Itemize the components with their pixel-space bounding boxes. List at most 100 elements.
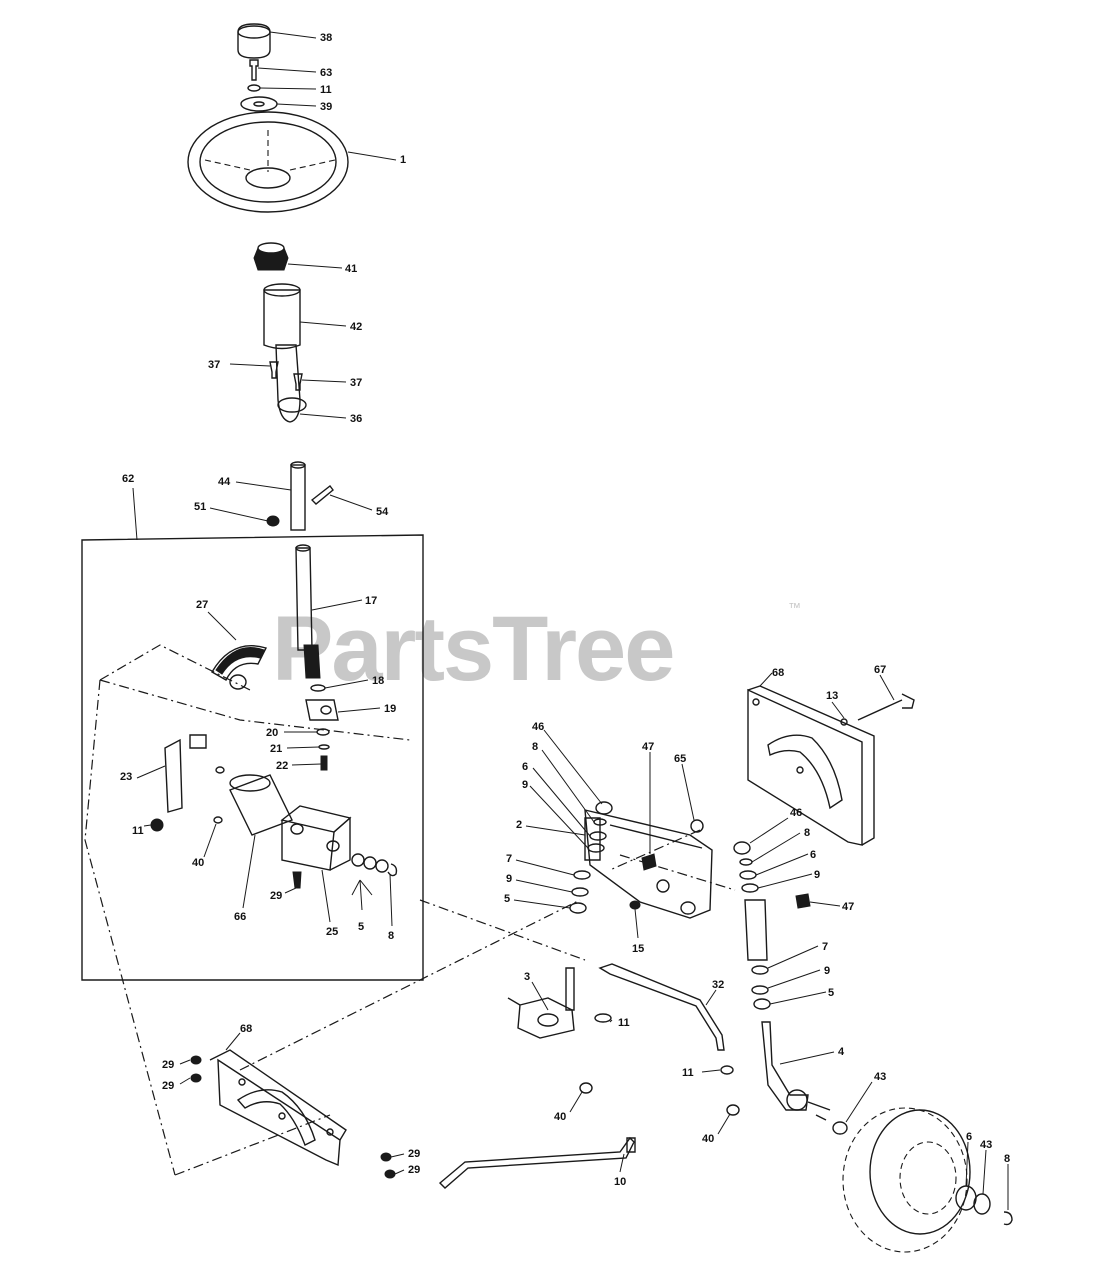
left-spindle-hub xyxy=(537,1013,559,1027)
leader-9c xyxy=(757,873,813,889)
leader-39 xyxy=(276,103,317,107)
upper-bracket-hole-1 xyxy=(752,698,760,706)
wheel-spacer xyxy=(832,1121,848,1135)
pivot-retaining-clip xyxy=(387,863,398,877)
callout-51: 51 xyxy=(194,501,206,513)
callout-29b: 29 xyxy=(162,1059,174,1071)
gear-bracket-plate xyxy=(164,738,183,813)
leader-41 xyxy=(287,263,343,269)
spindle-bushing-left xyxy=(584,817,601,861)
callout-68b: 68 xyxy=(240,1023,252,1035)
callout-32: 32 xyxy=(712,979,724,991)
steering-shaft-top xyxy=(290,461,306,469)
leader-25 xyxy=(321,869,331,923)
spindle-bolt-left xyxy=(579,1082,593,1094)
leader-11c xyxy=(609,1019,613,1023)
spindle-cap-right xyxy=(733,841,751,855)
leader-11a xyxy=(259,87,317,90)
callout-29a: 29 xyxy=(270,890,282,902)
leader-3 xyxy=(531,981,549,1011)
callout-54: 54 xyxy=(376,506,389,518)
callout-9a: 9 xyxy=(522,779,528,791)
spindle-thrust-right xyxy=(753,998,771,1010)
leader-22 xyxy=(291,763,322,766)
callout-23: 23 xyxy=(120,771,132,783)
front-axle-edge xyxy=(609,824,703,849)
lock-washer xyxy=(247,84,261,92)
steering-wheel-spokes xyxy=(204,130,336,172)
spindle-washer-left-top xyxy=(589,831,607,841)
steering-column-sleeve xyxy=(263,289,301,350)
callout-37b: 37 xyxy=(350,377,362,389)
alignment-lines-bottom xyxy=(174,899,586,1176)
callout-46b: 46 xyxy=(790,807,802,819)
callout-36: 36 xyxy=(350,413,362,425)
grease-fitting-left xyxy=(641,853,657,871)
pivot-washer-2 xyxy=(363,856,377,870)
front-tire xyxy=(842,1107,968,1253)
leader-19 xyxy=(337,707,381,713)
gear-bushing-end xyxy=(229,774,271,792)
steering-wheel-hub xyxy=(245,167,291,189)
callout-9b: 9 xyxy=(506,873,512,885)
front-axle-boss-right xyxy=(680,901,696,915)
leader-13 xyxy=(831,701,845,719)
leader-9d xyxy=(767,969,821,989)
leader-5c xyxy=(769,991,827,1005)
callout-68a: 68 xyxy=(772,667,784,679)
steering-cap xyxy=(237,23,271,59)
shaft-bolt xyxy=(310,485,334,505)
callout-2: 2 xyxy=(516,819,522,831)
upper-bracket-flange xyxy=(747,685,875,846)
alignment-lines-axle xyxy=(609,829,736,891)
callout-43b: 43 xyxy=(980,1139,992,1151)
spindle-bushing-right xyxy=(744,899,768,961)
leader-4 xyxy=(779,1051,835,1065)
upper-bracket-slot xyxy=(767,734,843,810)
callout-41: 41 xyxy=(345,263,357,275)
leader-65 xyxy=(681,763,695,821)
cap-bolt xyxy=(249,59,259,81)
leader-6c xyxy=(965,1141,969,1187)
callout-5b: 5 xyxy=(504,893,510,905)
lower-bracket-hole-1 xyxy=(238,1078,246,1086)
lower-bracket-plate xyxy=(217,1058,341,1167)
callout-5a: 5 xyxy=(358,921,364,933)
leader-37b xyxy=(301,379,347,383)
spindle-bearing-right-top xyxy=(741,883,759,893)
callout-40b: 40 xyxy=(554,1111,566,1123)
tie-rod-nut-right xyxy=(726,1104,740,1116)
leader-36 xyxy=(299,413,347,419)
spindle-bearing-left xyxy=(571,887,589,897)
pivot-bracket-front xyxy=(281,820,335,871)
callout-43a: 43 xyxy=(874,1071,886,1083)
callout-11d: 11 xyxy=(682,1067,694,1079)
steering-washer-hole xyxy=(253,101,265,107)
steering-pinion-shaft-top xyxy=(295,544,311,552)
callout-8c: 8 xyxy=(804,827,810,839)
callout-29d: 29 xyxy=(408,1148,420,1160)
sector-axis-line xyxy=(99,644,251,691)
callout-63: 63 xyxy=(320,67,332,79)
callout-20: 20 xyxy=(266,727,278,739)
bushing-pin xyxy=(215,766,225,774)
callout-46a: 46 xyxy=(532,721,544,733)
leader-42 xyxy=(299,321,347,327)
leader-43b xyxy=(982,1149,987,1195)
leader-32 xyxy=(705,989,717,1006)
callout-66: 66 xyxy=(234,911,246,923)
leader-43a xyxy=(845,1081,873,1123)
leader-40a xyxy=(203,823,217,858)
steering-gear-box xyxy=(81,487,424,981)
pinion-set-screw xyxy=(320,755,328,771)
leader-18 xyxy=(324,679,369,689)
spindle-pin xyxy=(815,1114,827,1121)
right-spindle-axle xyxy=(807,1101,831,1111)
steering-gear-kit-frame xyxy=(81,534,424,981)
right-spindle xyxy=(761,1021,809,1111)
pinion-bearing xyxy=(305,699,339,721)
callout-27: 27 xyxy=(196,599,208,611)
pivot-bracket-hole-left xyxy=(290,823,304,835)
leader-68b xyxy=(225,1032,241,1051)
callout-8d: 8 xyxy=(1004,1153,1010,1165)
